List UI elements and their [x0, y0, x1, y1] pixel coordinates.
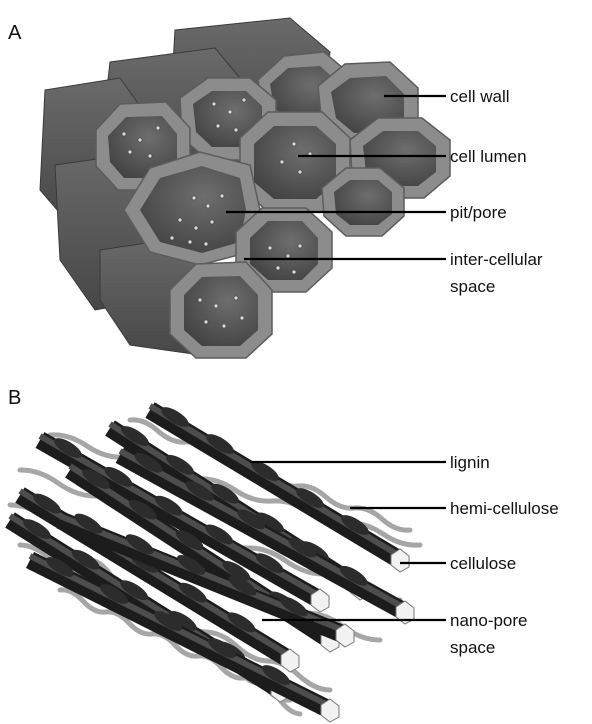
panel-a: A — [8, 18, 543, 358]
label-inter-cellular-space: space — [450, 277, 495, 296]
label-cellulose: cellulose — [450, 554, 516, 573]
label-lignin: lignin — [450, 453, 490, 472]
label-nano-pore: nano-pore — [450, 611, 528, 630]
cell-cluster-illustration — [40, 18, 450, 358]
label-nano-pore-space: space — [450, 638, 495, 657]
panel-b: B lignin hemi-cellulose cellulose nano-p… — [8, 387, 559, 722]
label-cell-lumen: cell lumen — [450, 147, 527, 166]
label-pit-pore: pit/pore — [450, 203, 507, 222]
panel-b-letter: B — [8, 387, 21, 409]
label-hemi-cellulose: hemi-cellulose — [450, 499, 559, 518]
panel-a-letter: A — [8, 22, 22, 44]
microfibril-illustration — [10, 403, 420, 722]
label-inter-cellular: inter-cellular — [450, 250, 543, 269]
label-cell-wall: cell wall — [450, 87, 510, 106]
